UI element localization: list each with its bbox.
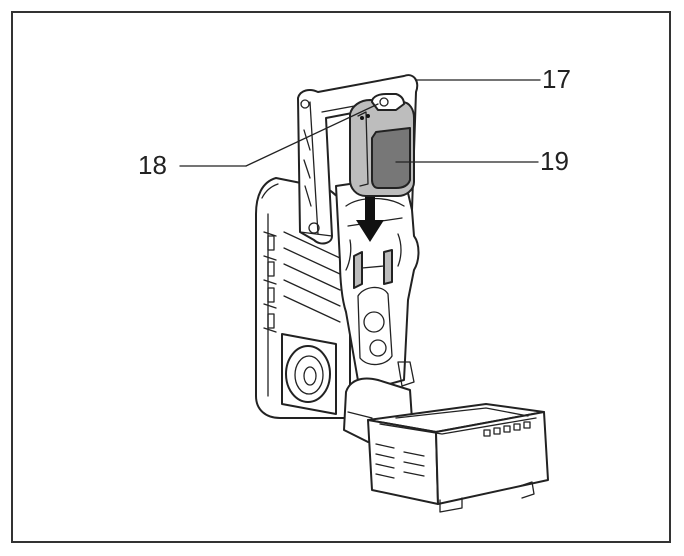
battery-pack <box>367 403 549 513</box>
callout-17: 17 <box>542 64 571 94</box>
leader-lines <box>179 79 541 167</box>
insert-arrow-icon <box>356 196 384 242</box>
speaker <box>281 333 337 415</box>
charging-cavity <box>335 175 420 393</box>
callout-19: 19 <box>540 146 569 176</box>
callout-18: 18 <box>138 150 167 180</box>
inserted-device <box>349 93 415 197</box>
figure-frame <box>11 11 671 543</box>
